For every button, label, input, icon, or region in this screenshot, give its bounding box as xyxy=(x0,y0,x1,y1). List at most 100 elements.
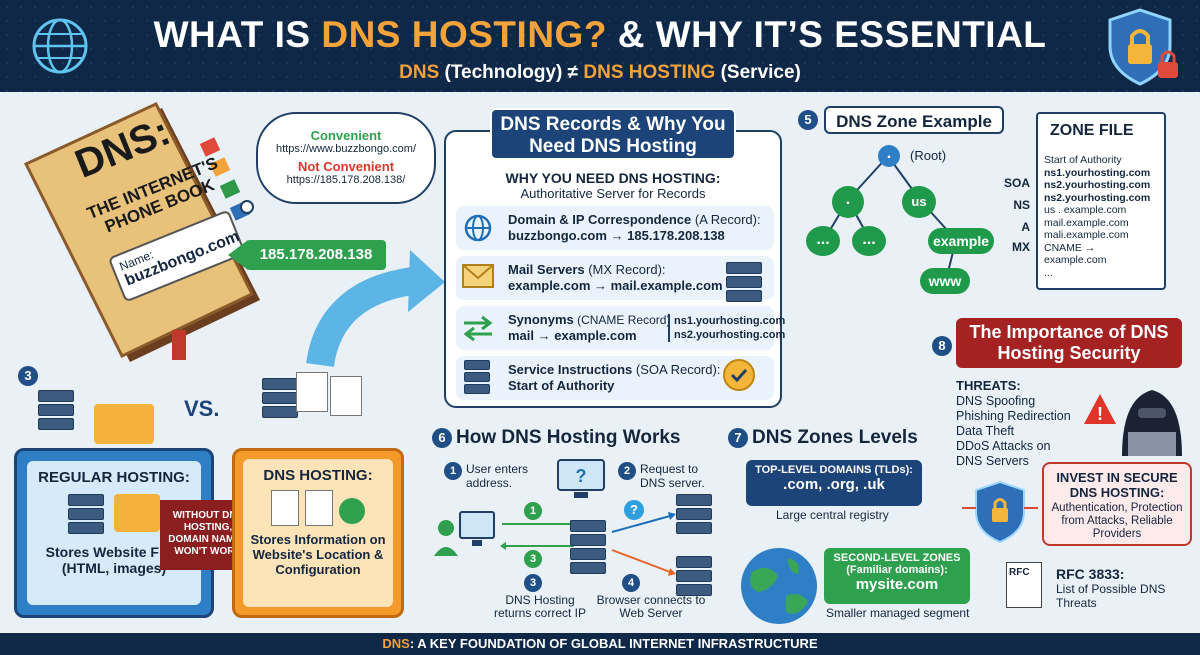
vs-label: VS. xyxy=(184,396,220,421)
record-cname-title: Synonyms xyxy=(508,312,574,327)
zone-file-line: mali.example.com xyxy=(1044,229,1129,241)
sld-title: SECOND-LEVEL ZONES xyxy=(833,552,961,564)
record-soa: Service Instructions (SOA Record): Start… xyxy=(456,356,774,400)
record-a-value: buzzbongo.com → 185.178.208.138 xyxy=(508,228,725,243)
zone-node-3: ... xyxy=(806,226,840,256)
sld-desc: Smaller managed segment xyxy=(826,606,970,620)
zone-label-ns: NS xyxy=(1013,198,1030,212)
request-arrows xyxy=(611,512,676,576)
arrow-left-icon xyxy=(228,240,248,270)
arrow-3-badge: 3 xyxy=(524,550,542,568)
zone-file-line: Start of Authority xyxy=(1044,154,1122,166)
mx-server-icon xyxy=(726,262,762,304)
page-title: WHAT IS DNS HOSTING? & WHY IT’S ESSENTIA… xyxy=(153,14,1047,55)
zone-label-a: A xyxy=(1021,220,1030,234)
footer-banner: DNS: A KEY FOUNDATION OF GLOBAL INTERNET… xyxy=(0,633,1200,655)
rfc-desc: List of Possible DNS Threats xyxy=(1056,582,1166,610)
step-badge-5: 5 xyxy=(798,110,818,130)
ip-arrow-label: 185.178.208.138 xyxy=(246,240,386,270)
zone-node-4: ... xyxy=(852,226,886,256)
tld-box: TOP-LEVEL DOMAINS (TLDs): .com, .org, .u… xyxy=(746,460,922,506)
record-a-type: (A Record): xyxy=(691,212,761,227)
ns2: ns2.yourhosting.com xyxy=(674,329,786,341)
zone-label-soa: SOA xyxy=(1004,176,1031,190)
zone-file-line: us . example.com xyxy=(1044,204,1127,216)
sld-value: mysite.com xyxy=(855,576,939,593)
swap-arrows-icon xyxy=(463,315,493,342)
rfc-title: RFC 3833: xyxy=(1056,566,1125,582)
sld-subtitle: (Familiar domains): xyxy=(846,564,948,576)
zone-file-line: ns2.yourhosting.com xyxy=(1044,179,1151,191)
step-badge-7: 7 xyxy=(728,428,748,448)
convenient-url: https://www.buzzbongo.com/ xyxy=(275,143,416,155)
zone-file-line: ns2.yourhosting.com xyxy=(1044,191,1151,204)
step-1-badge: 1 xyxy=(444,462,462,480)
page-subtitle: DNS (Technology) ≠ DNS HOSTING (Service) xyxy=(399,62,801,83)
dns-hosting-box: DNS HOSTING: Stores Information on Websi… xyxy=(232,448,404,618)
sld-box: SECOND-LEVEL ZONES (Familiar domains): m… xyxy=(824,548,970,604)
hacker-icon xyxy=(1122,390,1182,456)
step-badge-3: 3 xyxy=(18,366,38,386)
svg-text:?: ? xyxy=(576,466,587,486)
dns-server-icon xyxy=(570,520,606,576)
step-3-badge: 3 xyxy=(524,574,542,592)
record-soa-title: Service Instructions xyxy=(508,362,633,377)
why-title: WHY YOU NEED DNS HOSTING: xyxy=(505,170,721,186)
zone-tree-lines xyxy=(823,155,957,281)
step-2-text: Request to DNS server. xyxy=(640,462,705,490)
step-badge-8: 8 xyxy=(932,336,952,356)
tld-title: TOP-LEVEL DOMAINS (TLDs): xyxy=(755,464,913,476)
phone-book-icon xyxy=(23,102,260,362)
step-4-badge: 4 xyxy=(622,574,640,592)
zone-node-1: . xyxy=(832,186,864,218)
threats-title: THREATS: xyxy=(956,378,1021,393)
threat-item: DDoS Attacks on DNS Servers xyxy=(956,439,1051,468)
zone-node-us: us xyxy=(902,186,936,218)
tld-desc: Large central registry xyxy=(776,508,889,522)
question-badge: ? xyxy=(624,500,644,520)
record-a-title: Domain & IP Correspondence xyxy=(508,212,692,227)
convenient-label: Convenient xyxy=(310,128,382,143)
dns-hosting-desc: Stores Information on Website's Location… xyxy=(250,532,386,577)
user-computer-icon xyxy=(434,511,495,556)
record-soa-value: Start of Authority xyxy=(508,378,615,393)
remote-server-icon xyxy=(676,494,712,536)
threat-item: Phishing Redirection xyxy=(956,409,1071,423)
zone-file-line: ns1.yourhosting.com xyxy=(1044,166,1151,179)
record-soa-type: (SOA Record): xyxy=(632,362,721,377)
record-cname: Synonyms (CNAME Record) mail → example.c… xyxy=(456,306,774,350)
invest-box: INVEST IN SECURE DNS HOSTING: Authentica… xyxy=(1042,462,1192,546)
step-4-text: Browser connects to Web Server xyxy=(596,593,706,620)
dns-hosting-title: DNS HOSTING: xyxy=(263,467,373,484)
zone-file-line: ... xyxy=(1044,266,1053,279)
folder-icon xyxy=(94,404,154,444)
record-mx-title: Mail Servers xyxy=(508,262,585,277)
globe-icon xyxy=(32,18,88,74)
record-mx-type: (MX Record): xyxy=(584,262,666,277)
soa-server-icon xyxy=(464,360,490,396)
regular-files-icon xyxy=(27,494,201,536)
earth-globe-icon xyxy=(741,548,817,624)
web-server-icon xyxy=(676,556,712,598)
seal-badge-icon xyxy=(723,359,755,391)
threat-item: Data Theft xyxy=(956,424,1015,438)
levels-title: DNS Zones Levels xyxy=(752,427,918,448)
rfc-doc-icon: RFC xyxy=(1006,562,1042,608)
zone-file-line: CNAME → example.com xyxy=(1044,241,1107,267)
monitor-question-icon: ? xyxy=(557,459,605,498)
records-title: DNS Records & Why You Need DNS Hosting xyxy=(490,108,736,160)
zone-root-label: (Root) xyxy=(910,148,947,163)
regular-hosting-title: REGULAR HOSTING: xyxy=(38,469,190,486)
shield-circuit-icon xyxy=(962,480,1038,544)
invest-title: INVEST IN SECURE DNS HOSTING: xyxy=(1056,470,1178,500)
dns-servers-icon xyxy=(262,378,298,420)
ns-list: ns1.yourhosting.com ns2.yourhosting.com xyxy=(668,314,785,342)
record-a: Domain & IP Correspondence (A Record): b… xyxy=(456,206,774,250)
works-title: How DNS Hosting Works xyxy=(456,427,681,448)
why-subtitle: Authoritative Server for Records xyxy=(520,186,706,201)
curved-arrow-icon xyxy=(306,250,445,368)
threats-list: DNS Spoofing Phishing Redirection Data T… xyxy=(956,394,1076,469)
step-3-text: DNS Hosting returns correct IP xyxy=(493,593,587,620)
